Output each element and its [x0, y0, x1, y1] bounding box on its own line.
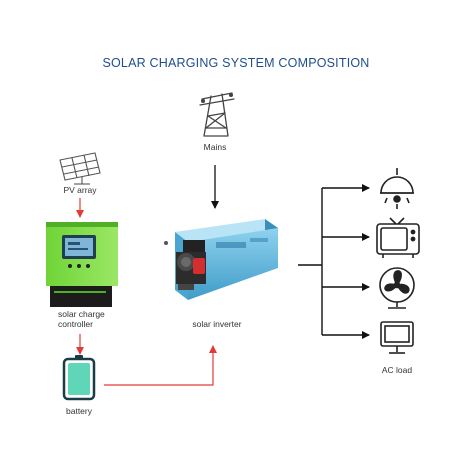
ac-load-label: AC load	[382, 365, 413, 375]
inverter-label: solar inverter	[192, 319, 241, 329]
fan-icon	[379, 267, 415, 309]
controller-label-line1: solar charge	[58, 309, 105, 319]
controller-label-line2: controller	[58, 319, 93, 329]
ac-distribution-bus	[298, 188, 323, 335]
pv-array-label: PV array	[63, 185, 97, 195]
mains-label: Mains	[204, 142, 227, 152]
ceiling-lamp-icon	[380, 168, 414, 209]
diagram-title: SOLAR CHARGING SYSTEM COMPOSITION	[102, 56, 370, 70]
solar-inverter-device	[164, 219, 278, 300]
battery-label: battery	[66, 406, 93, 416]
tv-icon	[376, 217, 420, 258]
charge-controller-device	[46, 222, 118, 307]
monitor-icon	[380, 321, 414, 354]
solar-panel-icon	[59, 152, 101, 185]
transmission-tower-icon	[199, 92, 235, 137]
battery-to-inverter-arrow	[104, 345, 217, 386]
battery-icon	[62, 355, 96, 401]
